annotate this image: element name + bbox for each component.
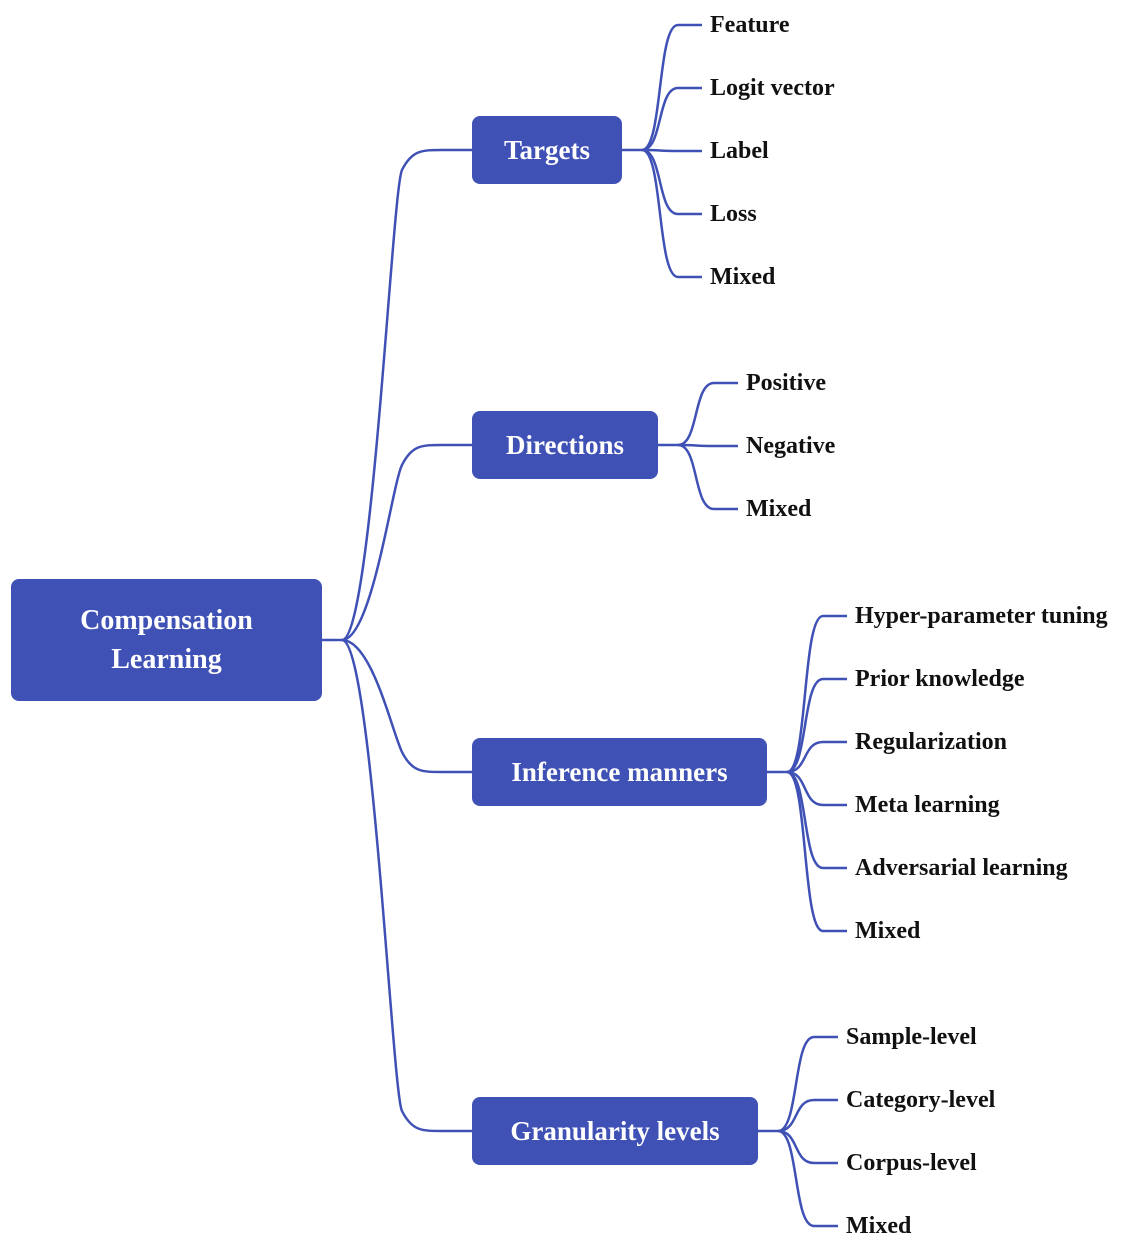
branch-node-directions[interactable]: Directions	[472, 411, 658, 479]
branch-label: Targets	[504, 134, 590, 165]
connector-inference-leaf-2	[786, 740, 847, 774]
leaf-sample-level: Sample-level	[846, 1024, 977, 1050]
connector-inference-leaf-1	[786, 677, 847, 774]
connector-directions-leaf-2	[677, 443, 738, 511]
connector-targets-leaf-2	[641, 148, 702, 153]
connector-targets-leaf-4	[641, 148, 702, 279]
leaf-feature: Feature	[710, 12, 790, 38]
branch-node-targets[interactable]: Targets	[472, 116, 622, 184]
connector-root-inference-manners	[341, 638, 472, 774]
leaf-regularization: Regularization	[855, 729, 1007, 755]
leaf-category-level: Category-level	[846, 1087, 996, 1113]
leaf-adversarial-learning: Adversarial learning	[855, 855, 1068, 881]
connector-inference-leaf-5	[786, 770, 847, 933]
branch-label: Granularity levels	[510, 1115, 720, 1146]
connector-inference-leaf-0	[786, 614, 847, 774]
leaf-label: Label	[710, 138, 769, 164]
leaf-loss: Loss	[710, 201, 757, 227]
branch-node-granularity-levels[interactable]: Granularity levels	[472, 1097, 758, 1165]
root-label-line-2: Learning	[111, 644, 222, 675]
connector-granularity-leaf-2	[777, 1129, 838, 1165]
branch-label: Directions	[506, 429, 624, 460]
connector-granularity-leaf-1	[777, 1098, 838, 1133]
root-label-line-1: Compensation	[80, 605, 253, 636]
connector-root-targets	[341, 148, 472, 642]
branch-node-inference-manners[interactable]: Inference manners	[472, 738, 767, 806]
leaf-mixed-inference: Mixed	[855, 918, 921, 944]
connector-targets-leaf-0	[641, 23, 702, 152]
connector-root-directions	[341, 443, 472, 642]
leaf-mixed-granularity: Mixed	[846, 1213, 912, 1239]
connector-granularity-leaf-3	[777, 1129, 838, 1228]
leaf-corpus-level: Corpus-level	[846, 1150, 977, 1176]
connector-targets-leaf-1	[641, 86, 702, 152]
connector-directions-leaf-1	[677, 443, 738, 448]
leaf-meta-learning: Meta learning	[855, 792, 1000, 818]
connector-granularity-leaf-0	[777, 1035, 838, 1133]
leaf-mixed-directions: Mixed	[746, 496, 812, 522]
branch-label: Inference manners	[511, 756, 728, 787]
root-node[interactable]: Compensation Learning	[11, 579, 322, 701]
connector-root-granularity-levels	[341, 638, 472, 1133]
leaf-prior-knowledge: Prior knowledge	[855, 666, 1025, 692]
connector-inference-leaf-3	[786, 770, 847, 807]
leaf-positive: Positive	[746, 370, 826, 396]
leaf-negative: Negative	[746, 433, 836, 459]
connector-directions-leaf-0	[677, 381, 738, 447]
leaf-mixed-targets: Mixed	[710, 264, 776, 290]
leaf-logit-vector: Logit vector	[710, 75, 835, 101]
leaf-hyper-parameter-tuning: Hyper-parameter tuning	[855, 603, 1108, 629]
